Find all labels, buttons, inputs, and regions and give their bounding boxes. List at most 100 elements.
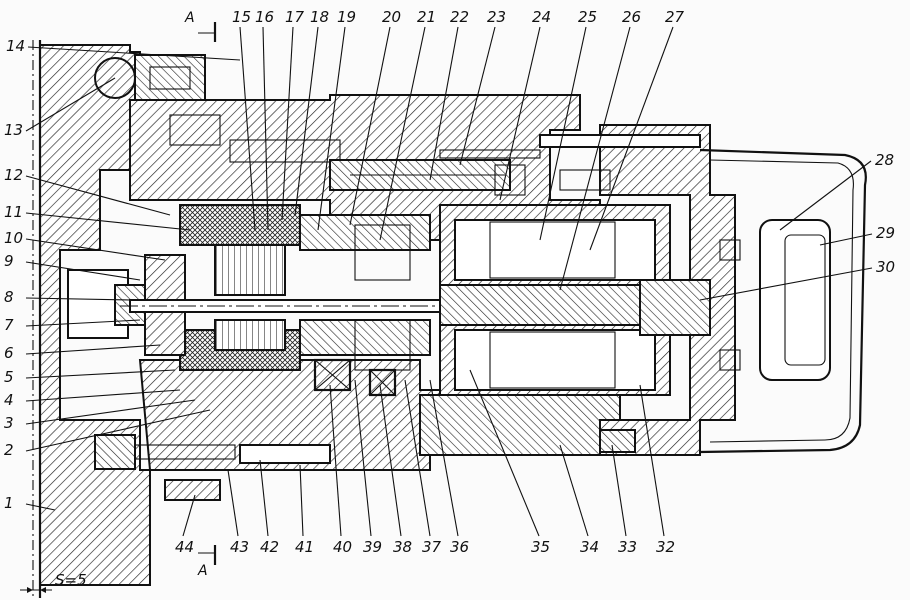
leader-line xyxy=(25,503,56,511)
leader-line xyxy=(404,379,431,537)
leader-line xyxy=(25,409,211,452)
callout-label: 39 xyxy=(363,538,382,556)
callout-label: 36 xyxy=(450,538,469,556)
callout-label: 3 xyxy=(4,414,14,432)
leader-line xyxy=(611,444,627,537)
callout-label: 41 xyxy=(295,538,314,556)
leader-line xyxy=(559,444,589,537)
callout-label: 43 xyxy=(230,538,249,556)
leader-line xyxy=(25,389,181,402)
leader-line xyxy=(429,379,459,537)
callout-label: 27 xyxy=(665,8,685,26)
gear-housing xyxy=(129,94,621,471)
leader-line xyxy=(379,26,426,241)
leader-line xyxy=(25,238,166,261)
leader-line xyxy=(539,26,587,241)
top-fitting xyxy=(94,54,206,102)
leader-line xyxy=(182,494,196,537)
leader-line xyxy=(349,26,391,226)
callout-label: 26 xyxy=(622,8,641,26)
callout-label: 19 xyxy=(337,8,356,26)
leader-line xyxy=(25,344,161,355)
leader-line xyxy=(25,212,191,231)
callout-label: 22 xyxy=(450,8,469,26)
gear-train xyxy=(179,204,431,397)
callout-label: 20 xyxy=(382,8,401,26)
callout-label: 10 xyxy=(4,229,23,247)
leader-line xyxy=(25,77,116,132)
callout-label: 15 xyxy=(232,8,251,26)
callout-label: 1 xyxy=(4,494,14,512)
callout-label: 12 xyxy=(4,166,23,184)
leader-line xyxy=(379,384,402,537)
callout-label: 16 xyxy=(255,8,274,26)
leader-line xyxy=(25,297,131,301)
callout-label: 28 xyxy=(875,151,894,169)
end-cover xyxy=(599,124,867,456)
leader-line xyxy=(469,369,540,537)
callout-label: 11 xyxy=(4,203,23,221)
section-mark-top: А xyxy=(184,10,195,26)
leader-line xyxy=(329,384,342,537)
callout-label: 30 xyxy=(876,258,895,276)
section-marks: А А xyxy=(184,10,217,579)
leader-line xyxy=(294,26,319,216)
callout-label: 23 xyxy=(487,8,506,26)
leader-line xyxy=(459,26,496,166)
callout-label: 42 xyxy=(260,538,279,556)
callout-label: 24 xyxy=(532,8,551,26)
callout-label: 25 xyxy=(578,8,597,26)
callout-label: 17 xyxy=(285,8,305,26)
leader-line xyxy=(27,46,241,61)
dimension-gap: S=5 xyxy=(20,571,87,593)
callout-label: 2 xyxy=(4,441,14,459)
callout-label: 9 xyxy=(4,252,14,270)
callout-label: 5 xyxy=(4,368,14,386)
callout-label: 13 xyxy=(4,121,23,139)
leader-line xyxy=(354,379,372,537)
callout-label: 29 xyxy=(876,224,895,242)
callout-label: 32 xyxy=(656,538,675,556)
leader-line xyxy=(429,26,459,181)
leader-line xyxy=(559,26,631,291)
leader-line xyxy=(25,399,196,425)
leader-line xyxy=(25,369,176,379)
callout-label: 21 xyxy=(417,8,436,26)
leader-lines xyxy=(25,26,873,537)
leader-line xyxy=(25,175,171,216)
callout-label: 37 xyxy=(422,538,442,556)
callout-label: 14 xyxy=(6,37,25,55)
callout-label: 34 xyxy=(580,538,599,556)
leader-line xyxy=(589,26,674,251)
callout-label: 40 xyxy=(333,538,352,556)
leader-line xyxy=(699,267,873,301)
leader-line xyxy=(317,26,346,231)
callout-label: 8 xyxy=(4,288,14,306)
callout-label: 33 xyxy=(618,538,637,556)
callout-label: 7 xyxy=(4,316,14,334)
callout-label: 38 xyxy=(393,538,412,556)
leader-line xyxy=(299,464,304,537)
callout-label: 44 xyxy=(175,538,194,556)
leader-line xyxy=(239,26,256,231)
leader-line xyxy=(25,319,141,327)
callout-label: 18 xyxy=(310,8,329,26)
leader-line xyxy=(779,160,872,231)
dimension-note: S=5 xyxy=(55,571,87,589)
leader-line xyxy=(819,233,873,246)
callout-label: 4 xyxy=(4,391,14,409)
motor-stator xyxy=(439,204,671,396)
leader-line xyxy=(281,26,294,221)
section-mark-bottom: А xyxy=(197,563,208,579)
bolts xyxy=(94,134,701,501)
leader-line xyxy=(227,469,239,537)
leader-line xyxy=(262,26,269,231)
callout-label: 35 xyxy=(531,538,550,556)
leader-line xyxy=(499,26,541,201)
callout-label: 6 xyxy=(4,344,14,362)
leader-line xyxy=(25,261,141,281)
leader-line xyxy=(259,459,269,537)
leader-line xyxy=(639,384,665,537)
